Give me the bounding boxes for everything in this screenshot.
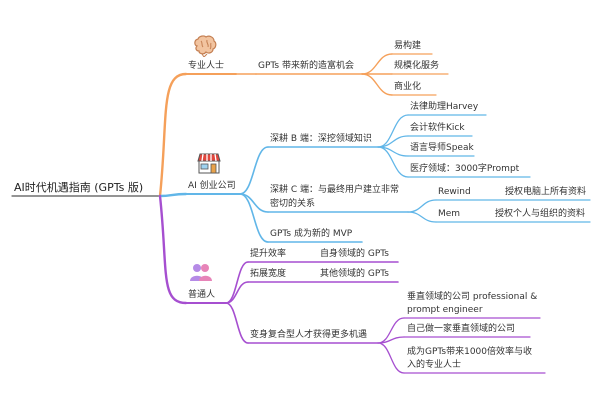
link-comp-leaf1 — [377, 336, 405, 344]
root-topic[interactable]: AI时代机遇指南 (GPTs 版) — [14, 181, 144, 194]
link-ord-breadth — [225, 281, 249, 304]
leaf-mem[interactable]: Mem — [438, 209, 461, 219]
leaf-other-domain-gpts[interactable]: 其他领域的 GPTs — [320, 269, 389, 279]
link-root-pro — [158, 72, 188, 198]
link-root-ordinary — [158, 194, 188, 305]
leaf-kick[interactable]: 会计软件Kick — [410, 123, 465, 133]
brain-icon — [194, 35, 217, 57]
leaf-vertical-company-line1[interactable]: 垂直领域的公司 professional & — [407, 292, 538, 302]
link-startup-b — [239, 146, 269, 195]
people-icon — [190, 264, 212, 281]
storefront-icon — [197, 153, 221, 174]
leaf-speak[interactable]: 语言导师Speak — [410, 143, 474, 153]
link-ord-composite — [225, 302, 249, 344]
branch-ai-startups[interactable]: AI 创业公司 — [188, 181, 236, 191]
leaf-easy-build[interactable]: 易构建 — [394, 41, 422, 51]
link-comp-leaf0 — [377, 317, 405, 344]
link-b-leaf3 — [377, 146, 409, 178]
leaf-scaled-service[interactable]: 规模化服务 — [394, 61, 440, 71]
leaf-1000x-line2[interactable]: 入的专业人士 — [407, 360, 462, 370]
leaf-commercialize[interactable]: 商业化 — [394, 82, 422, 92]
node-c-end-line2[interactable]: 密切的关系 — [270, 199, 316, 209]
leaf-own-domain-gpts[interactable]: 自身领域的 GPTs — [320, 249, 389, 259]
link-startup-mvp — [239, 193, 269, 243]
leaf-rewind-desc[interactable]: 授权电脑上所有资料 — [505, 187, 587, 197]
leaf-1000x-line1[interactable]: 成为GPTs带来1000倍效率与收 — [407, 347, 533, 357]
node-gpts-mvp[interactable]: GPTs 成为新的 MVP — [270, 229, 353, 239]
branch-professionals[interactable]: 专业人士 — [188, 61, 225, 71]
link-c-rewind — [407, 199, 437, 213]
leaf-medical-prompt[interactable]: 医疗领域：3000字Prompt — [410, 164, 520, 174]
node-expand-breadth[interactable]: 拓展宽度 — [250, 269, 287, 279]
link-root-startup — [158, 192, 188, 198]
link-pro-leaf2 — [361, 73, 393, 96]
leaf-own-company[interactable]: 自己做一家垂直领域的公司 — [407, 324, 516, 334]
link-pro-leaf0 — [361, 53, 393, 75]
node-composite-talent[interactable]: 变身复合型人才获得更多机遇 — [250, 330, 368, 340]
leaf-rewind[interactable]: Rewind — [438, 187, 471, 197]
leaf-mem-desc[interactable]: 授权个人与组织的资料 — [495, 209, 586, 219]
node-c-end-line1[interactable]: 深耕 C 端：与最终用户建立非常 — [270, 185, 400, 195]
leaf-vertical-company-line2[interactable]: prompt engineer — [407, 305, 483, 315]
link-comp-leaf2 — [377, 342, 405, 374]
node-b-end[interactable]: 深耕 B 端：深挖领域知识 — [270, 134, 372, 144]
link-c-mem — [407, 211, 437, 223]
branch-ordinary-people[interactable]: 普通人 — [188, 290, 216, 300]
node-gpts-wealth[interactable]: GPTs 带来新的造富机会 — [258, 61, 354, 71]
leaf-harvey[interactable]: 法律助理Harvey — [410, 102, 479, 112]
node-improve-efficiency[interactable]: 提升效率 — [250, 249, 287, 259]
